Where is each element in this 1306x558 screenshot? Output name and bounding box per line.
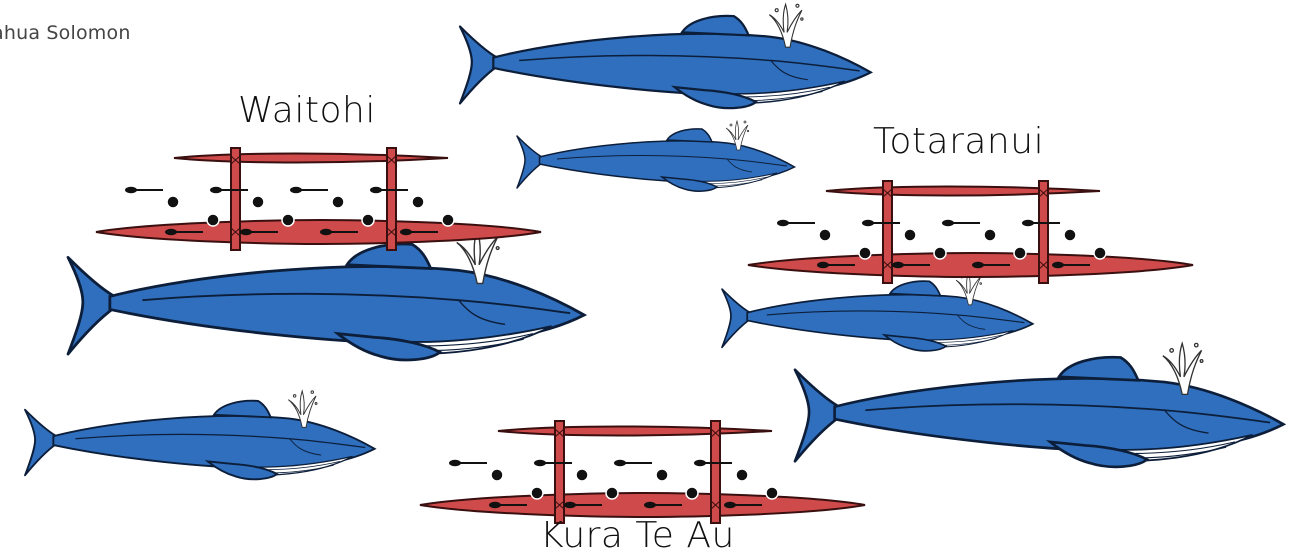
waka-waitohi bbox=[96, 148, 541, 250]
waka-waitohi-hull bbox=[96, 148, 541, 250]
waka-label-kura-te-au: Kura Te Au bbox=[540, 515, 735, 556]
waka-label-waitohi: Waitohi bbox=[238, 90, 376, 131]
whale-2 bbox=[517, 121, 795, 191]
whale-3 bbox=[68, 229, 584, 360]
whale-6 bbox=[795, 343, 1283, 467]
whale-1 bbox=[460, 4, 871, 108]
waka-kura-te-au-hull bbox=[420, 421, 865, 523]
whale-4 bbox=[25, 391, 375, 479]
waka-kura-te-au bbox=[420, 421, 865, 523]
whale-5 bbox=[722, 272, 1033, 351]
waka-totaranui-hull bbox=[748, 181, 1193, 283]
waka-label-totaranui: Totaranui bbox=[873, 121, 1044, 162]
waka-totaranui bbox=[748, 181, 1193, 283]
